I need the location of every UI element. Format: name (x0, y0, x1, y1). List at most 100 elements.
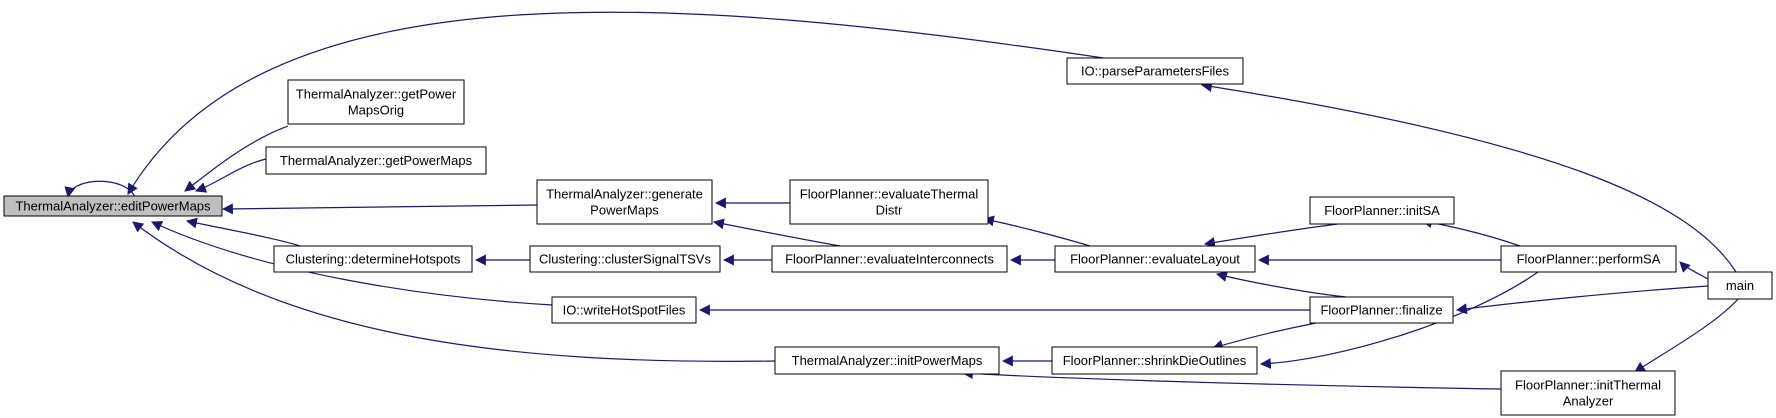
node-box (1066, 57, 1244, 85)
node-label: Clustering::determineHotspots (286, 252, 461, 267)
edge-line (151, 221, 553, 306)
node-box (789, 179, 989, 225)
node-box (1500, 370, 1676, 416)
node-box (551, 296, 697, 324)
node-initSA[interactable]: FloorPlanner::initSA (1309, 196, 1455, 225)
edge-line (1634, 298, 1739, 373)
node-parse[interactable]: IO::parseParametersFiles (1066, 57, 1244, 85)
node-writeHot[interactable]: IO::writeHotSpotFiles (551, 296, 697, 324)
edge-performSA-to-shrink (1259, 271, 1539, 369)
node-box (287, 79, 465, 125)
edge-writeHot-to-edit (151, 221, 553, 306)
edge-edit-to-edit (64, 180, 136, 199)
node-label: FloorPlanner::shrinkDieOutlines (1063, 353, 1247, 368)
edge-line (184, 125, 289, 192)
node-box (1309, 196, 1455, 225)
node-box (3, 195, 223, 217)
edge-getOrig-to-edit (184, 125, 289, 192)
edge-line (712, 218, 841, 247)
edge-line (1679, 261, 1709, 280)
edge-initTA-to-initPM (961, 368, 1502, 390)
node-main[interactable]: main (1707, 271, 1773, 300)
node-box (1309, 296, 1454, 324)
edge-initSA-to-evalLayout (1203, 223, 1339, 248)
node-box (1500, 245, 1677, 273)
node-label: FloorPlanner::evaluateLayout (1070, 252, 1240, 267)
node-evalInter[interactable]: FloorPlanner::evaluateInterconnects (771, 245, 1008, 273)
node-getMaps[interactable]: ThermalAnalyzer::getPowerMaps (265, 146, 487, 175)
node-label: Clustering::clusterSignalTSVs (539, 252, 711, 267)
edge-getMaps-to-edit (194, 158, 267, 193)
node-label: ThermalAnalyzer::getPowerMaps (280, 153, 473, 168)
edge-line (1259, 271, 1539, 369)
node-box (1054, 245, 1256, 273)
node-layer: ThermalAnalyzer::editPowerMapsThermalAna… (3, 57, 1773, 416)
edge-line (194, 158, 267, 193)
node-cluster[interactable]: Clustering::clusterSignalTSVs (529, 245, 721, 273)
node-label: FloorPlanner::finalize (1320, 303, 1442, 318)
node-label: ThermalAnalyzer::editPowerMaps (15, 199, 211, 214)
edge-main-to-initTA (1634, 298, 1739, 373)
edge-initPM-to-edit (132, 221, 776, 362)
node-box (774, 346, 1000, 375)
edge-main-to-finalize (1455, 285, 1709, 315)
node-determine[interactable]: Clustering::determineHotspots (273, 245, 473, 273)
edge-line (1211, 322, 1317, 351)
node-box (536, 179, 713, 225)
node-shrink[interactable]: FloorPlanner::shrinkDieOutlines (1051, 346, 1258, 375)
edge-generate-to-edit (221, 203, 538, 215)
edge-line (64, 180, 136, 199)
edge-line (1455, 285, 1709, 315)
edge-line (1215, 271, 1347, 298)
node-evalLayout[interactable]: FloorPlanner::evaluateLayout (1054, 245, 1256, 273)
node-label: FloorPlanner::evaluateInterconnects (785, 252, 994, 267)
node-label: Distr (876, 203, 903, 218)
node-box (265, 146, 487, 175)
edge-main-to-parse (1200, 81, 1737, 273)
node-label: FloorPlanner::initSA (1324, 203, 1440, 218)
node-box (1707, 271, 1773, 300)
node-label: ThermalAnalyzer::generate (546, 187, 703, 202)
edge-line (1203, 223, 1339, 248)
node-label: FloorPlanner::performSA (1517, 252, 1661, 267)
node-label: IO::writeHotSpotFiles (563, 303, 686, 318)
edge-evalInter-to-generate (712, 218, 841, 247)
edge-line (185, 217, 301, 247)
node-label: PowerMaps (590, 203, 659, 218)
edge-line (127, 11, 1111, 195)
node-label: MapsOrig (348, 103, 404, 118)
node-edit[interactable]: ThermalAnalyzer::editPowerMaps (3, 195, 223, 217)
node-initPM[interactable]: ThermalAnalyzer::initPowerMaps (774, 346, 1000, 375)
edge-line (982, 215, 1091, 247)
node-label: ThermalAnalyzer::initPowerMaps (792, 353, 983, 368)
edge-line (132, 221, 776, 362)
node-finalize[interactable]: FloorPlanner::finalize (1309, 296, 1454, 324)
node-performSA[interactable]: FloorPlanner::performSA (1500, 245, 1677, 273)
node-label: FloorPlanner::initThermal (1515, 378, 1661, 393)
node-box (529, 245, 721, 273)
edge-finalize-to-evalLayout (1215, 271, 1347, 298)
edge-evalLayout-to-evalThermal (982, 215, 1091, 247)
node-label: IO::parseParametersFiles (1081, 64, 1230, 79)
node-box (771, 245, 1008, 273)
node-label: Analyzer (1563, 394, 1614, 409)
edge-performSA-to-initSA (1420, 217, 1521, 247)
edge-line (961, 368, 1502, 390)
edge-line (1420, 217, 1521, 247)
node-label: ThermalAnalyzer::getPower (296, 87, 457, 102)
node-label: main (1726, 278, 1754, 293)
edge-finalize-to-shrink (1211, 322, 1317, 351)
node-box (273, 245, 473, 273)
edge-main-to-performSA (1679, 261, 1709, 280)
edge-determine-to-edit (185, 217, 301, 247)
edge-parse-to-edit (127, 11, 1111, 195)
node-box (1051, 346, 1258, 375)
node-label: FloorPlanner::evaluateThermal (800, 187, 979, 202)
edge-line (1200, 81, 1737, 273)
edge-line (221, 203, 538, 215)
